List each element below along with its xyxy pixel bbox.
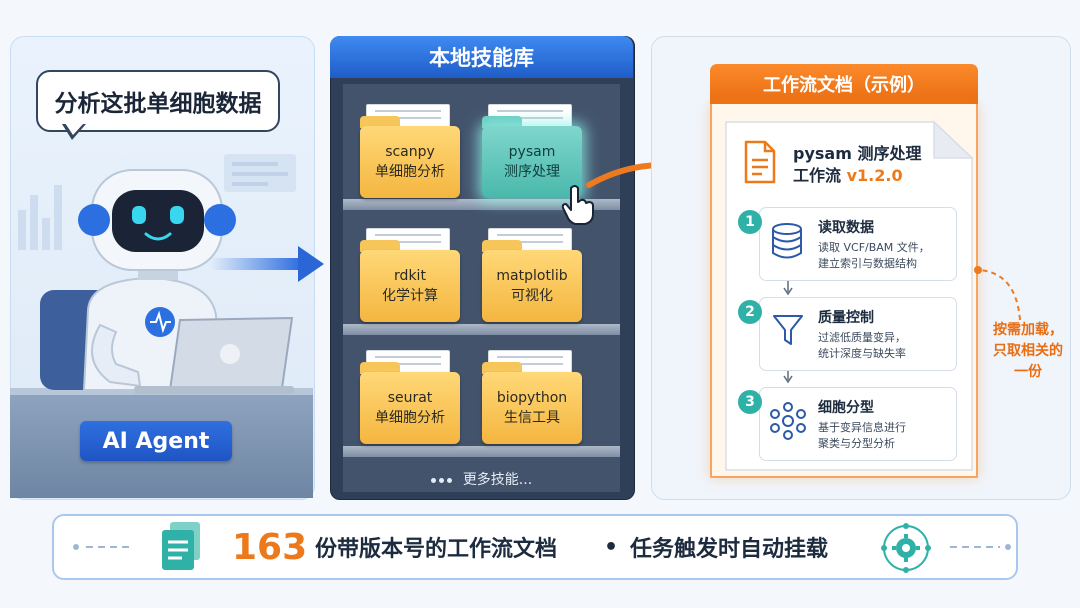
workflow-title-line2: 工作流 <box>793 166 842 185</box>
more-skills-label: 更多技能... <box>462 472 533 488</box>
dashed-line-decoration <box>950 544 1011 550</box>
summary-banner <box>52 514 1018 580</box>
step-number-badge: 2 <box>738 300 762 324</box>
banner-text-auto-mount: 任务触发时自动挂载 <box>630 537 829 562</box>
step-desc-line: 读取 VCF/BAM 文件， <box>818 241 930 254</box>
gear-network-icon <box>881 523 931 573</box>
skill-folder-scanpy[interactable]: scanpy 单细胞分析 <box>360 126 460 198</box>
step-description: 基于变异信息进行 聚类与分型分析 <box>818 420 963 452</box>
hand-pointer-icon <box>561 185 594 225</box>
step-desc-line: 聚类与分型分析 <box>818 437 895 450</box>
workflow-title: pysam 测序处理 工作流 v1.2.0 <box>793 143 953 187</box>
skill-desc: 单细胞分析 <box>375 164 445 180</box>
shelf-board <box>343 199 620 210</box>
skill-folder-rdkit[interactable]: rdkit 化学计算 <box>360 250 460 322</box>
step-desc-line: 统计深度与缺失率 <box>818 347 906 360</box>
side-note-line: 只取相关的 <box>993 343 1063 359</box>
ai-agent-label: AI Agent <box>80 421 232 461</box>
step-title: 细胞分型 <box>818 400 874 416</box>
step-desc-line: 基于变异信息进行 <box>818 421 906 434</box>
dashed-pointer-arrow-icon <box>974 266 1021 321</box>
skill-desc: 测序处理 <box>504 164 560 180</box>
skill-desc: 可视化 <box>511 288 553 304</box>
step-title: 读取数据 <box>818 220 874 236</box>
skill-desc: 生信工具 <box>504 410 560 426</box>
more-skills-link[interactable]: 更多技能... <box>358 466 605 492</box>
workflow-doc-count: 163 <box>232 526 308 568</box>
skill-desc: 化学计算 <box>382 288 438 304</box>
step-number-badge: 3 <box>738 390 762 414</box>
skill-library-title: 本地技能库 <box>330 36 633 78</box>
shelf-board <box>343 324 620 335</box>
skill-name: biopython <box>496 390 568 406</box>
side-note-line: 按需加载， <box>993 322 1063 338</box>
skill-folder-matplotlib[interactable]: matplotlib 可视化 <box>482 250 582 322</box>
step-number-badge: 1 <box>738 210 762 234</box>
step-description: 过滤低质量变异， 统计深度与缺失率 <box>818 330 963 362</box>
folder-tab <box>482 362 522 374</box>
dashed-line-decoration <box>73 544 134 550</box>
skill-folder-pysam[interactable]: pysam 测序处理 <box>482 126 582 198</box>
skill-folder-seurat[interactable]: seurat 单细胞分析 <box>360 372 460 444</box>
skill-name: matplotlib <box>496 268 568 284</box>
step-description: 读取 VCF/BAM 文件， 建立索引与数据结构 <box>818 240 963 272</box>
speech-bubble-tail-inner <box>65 123 84 135</box>
stacked-documents-icon <box>162 522 200 570</box>
arrow-right-icon <box>210 246 324 282</box>
workflow-doc-header: 工作流文档（示例） <box>710 64 978 104</box>
folder-tab <box>360 362 400 374</box>
step-desc-line: 建立索引与数据结构 <box>818 257 917 270</box>
agent-speech-bubble: 分析这批单细胞数据 <box>36 70 280 132</box>
cluster-icon <box>770 402 806 440</box>
folder-tab <box>482 116 522 128</box>
skill-name: pysam <box>508 144 556 160</box>
shelf-board <box>343 446 620 457</box>
folder-tab <box>360 240 400 252</box>
skill-name: seurat <box>387 390 433 406</box>
banner-text-versioned-docs: 份带版本号的工作流文档 <box>315 537 558 562</box>
database-icon <box>772 223 802 259</box>
step-title: 质量控制 <box>818 310 874 326</box>
skill-folder-biopython[interactable]: biopython 生信工具 <box>482 372 582 444</box>
folder-tab <box>360 116 400 128</box>
banner-separator: • <box>603 534 619 560</box>
workflow-title-line1: pysam 测序处理 <box>793 144 922 163</box>
ellipsis-dots-icon <box>430 471 455 487</box>
folder-tab <box>482 240 522 252</box>
document-icon <box>744 140 776 184</box>
filter-funnel-icon <box>773 315 803 345</box>
on-demand-load-note: 按需加载， 只取相关的 一份 <box>988 320 1068 383</box>
workflow-step-1[interactable] <box>759 207 957 281</box>
skill-name: rdkit <box>394 268 426 284</box>
background-chart-decoration <box>18 154 296 250</box>
skill-name: scanpy <box>385 144 435 160</box>
step-desc-line: 过滤低质量变异， <box>818 331 906 344</box>
robot-agent-icon <box>40 169 294 394</box>
workflow-version: v1.2.0 <box>846 166 903 185</box>
skill-desc: 单细胞分析 <box>375 410 445 426</box>
side-note-line: 一份 <box>1014 364 1042 380</box>
